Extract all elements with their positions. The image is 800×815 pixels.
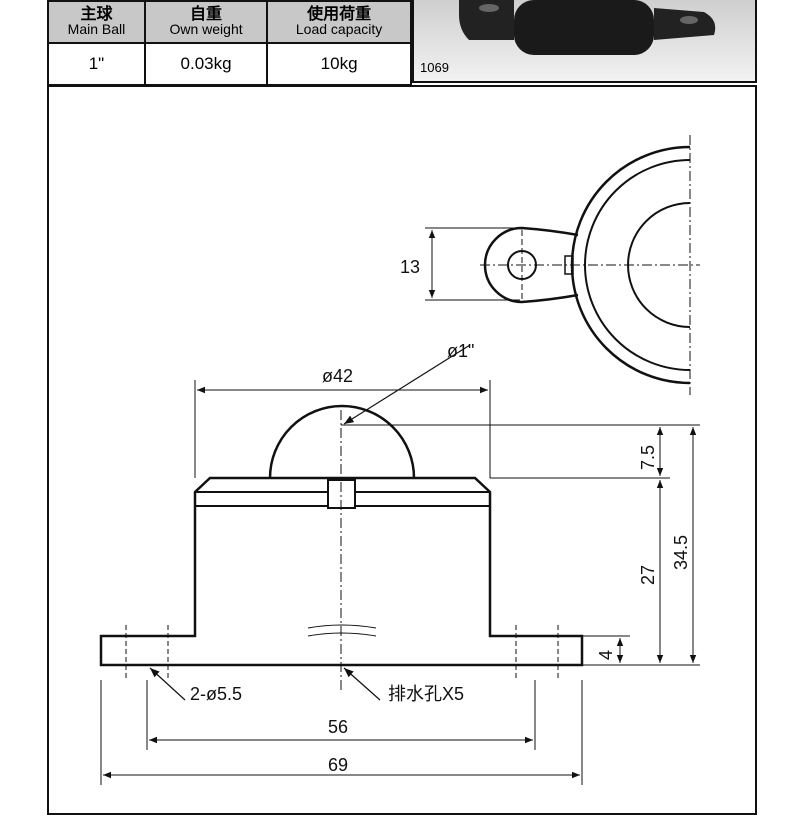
dim-total-height: 34.5 bbox=[671, 535, 691, 570]
value-load-capacity: 10kg bbox=[266, 42, 412, 86]
top-view bbox=[425, 135, 700, 395]
front-view bbox=[99, 344, 700, 785]
dim-base-length: 69 bbox=[328, 755, 348, 775]
dim-drain: 排水孔X5 bbox=[388, 684, 464, 704]
dim-base-thickness: 4 bbox=[596, 650, 616, 660]
dim-body-dia: ø42 bbox=[322, 366, 353, 386]
value-own-weight: 0.03kg bbox=[143, 42, 269, 86]
product-image bbox=[459, 0, 716, 55]
dim-ear-width: 13 bbox=[400, 257, 420, 277]
model-code: 1069 bbox=[420, 60, 449, 75]
dim-holes: 2-ø5.5 bbox=[190, 684, 242, 704]
dim-hole-spacing: 56 bbox=[328, 717, 348, 737]
dim-body-height: 27 bbox=[638, 565, 658, 585]
dim-ball-height: 7.5 bbox=[638, 445, 658, 470]
value-main-ball: 1" bbox=[47, 42, 146, 86]
product-photo: 1069 bbox=[412, 0, 757, 83]
dim-ball: ø1" bbox=[447, 341, 474, 361]
